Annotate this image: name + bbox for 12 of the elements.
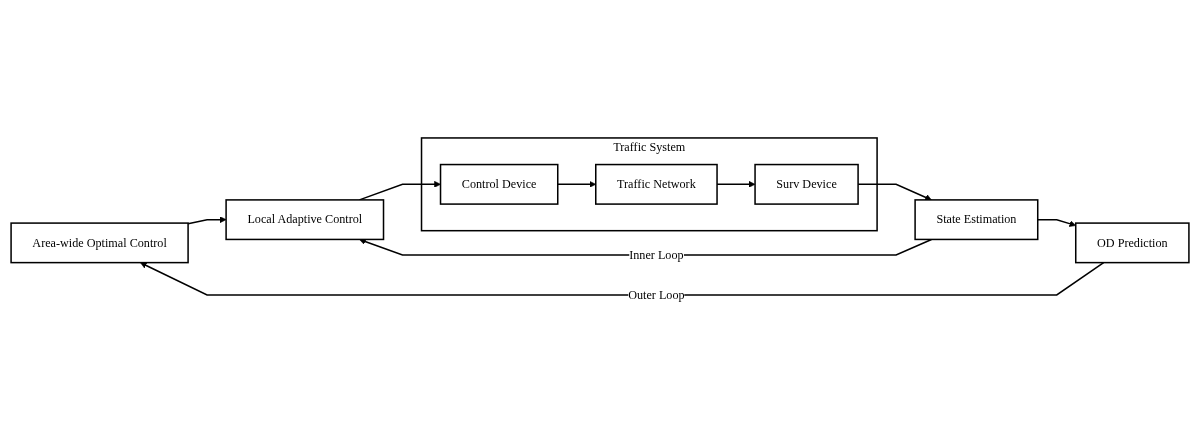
node-box: Area-wide Optimal Control [9, 222, 189, 264]
arrow [186, 216, 226, 225]
arrow [358, 238, 932, 256]
edge-label: Outer Loop [627, 288, 685, 302]
node-box: Surv Device [753, 163, 859, 205]
node-box: Control Device [439, 163, 558, 205]
edge-label: Inner Loop [628, 248, 684, 262]
node-box: State Estimation [913, 199, 1038, 241]
node-box: Traffic Network [594, 163, 718, 205]
arrow [139, 261, 1104, 296]
node-box: Local Adaptive Control [224, 199, 384, 241]
node-box: OD Prediction [1074, 222, 1190, 264]
